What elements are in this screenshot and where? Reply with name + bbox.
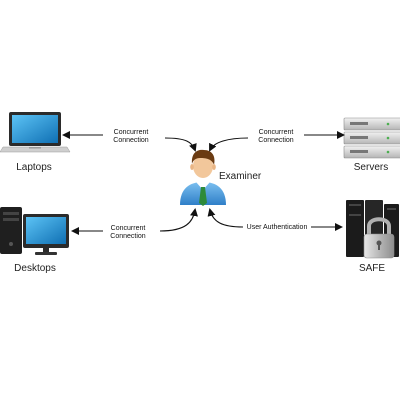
laptops-label: Laptops [16,162,52,173]
safe-lock-icon [346,200,399,259]
servers-label: Servers [354,162,388,173]
servers-edge-label-line2: Connection [258,137,294,144]
desktops-edge-label-line1: Concurrent [111,225,146,232]
examiner-person-icon [180,149,226,206]
servers-icon [343,117,400,159]
laptops-examiner-arrow [164,137,197,152]
desktops-examiner-arrow [159,208,198,232]
laptops-edge-label-line2: Connection [113,137,149,144]
examiner-label: Examiner [219,171,262,182]
laptop-icon [0,112,71,153]
safe-label: SAFE [359,263,385,274]
servers-edge-label-line1: Concurrent [259,129,294,136]
laptops-edge-label-line1: Concurrent [114,129,149,136]
safe-examiner-arrow [207,208,244,228]
desktops-label: Desktops [14,263,56,274]
desktop-icon [0,207,69,255]
desktops-edge-label-line2: Connection [110,233,146,240]
servers-examiner-arrow [209,137,249,152]
safe-edge-label: User Authentication [247,224,308,231]
